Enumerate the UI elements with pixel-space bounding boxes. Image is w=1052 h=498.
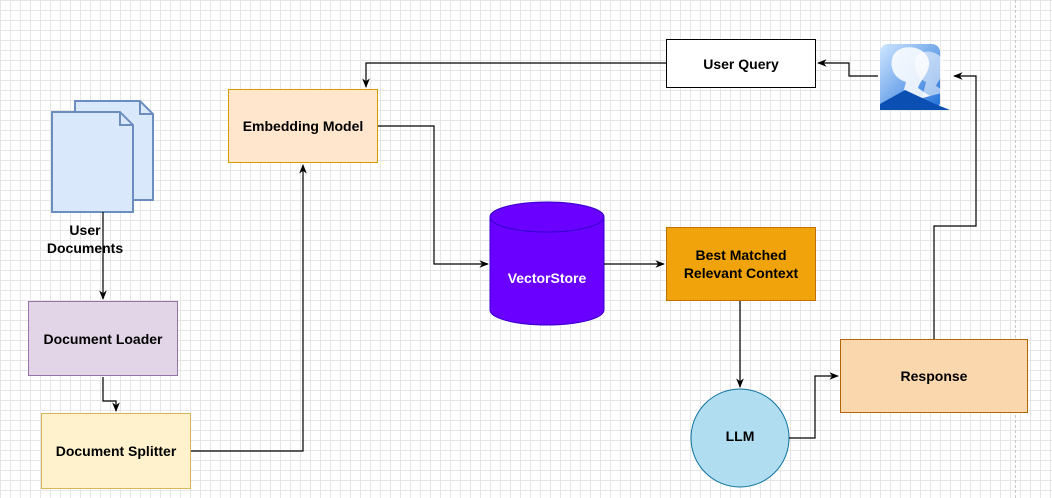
document-splitter-node[interactable]: Document Splitter: [41, 413, 191, 489]
embedding-model-node[interactable]: Embedding Model: [228, 89, 378, 163]
vectorstore-cylinder[interactable]: [489, 201, 605, 326]
document-splitter-label: Document Splitter: [55, 443, 177, 459]
user-query-node[interactable]: User Query: [666, 39, 816, 88]
edge-llm-to-response: [789, 372, 839, 439]
user-documents-label: User Documents: [46, 222, 124, 256]
response-node[interactable]: Response: [840, 339, 1028, 413]
edge-user-to-query: [817, 59, 878, 77]
edge-loader-to-splitter: [102, 377, 120, 412]
document-loader-node[interactable]: Document Loader: [28, 301, 178, 376]
edge-splitter-to-embedding: [191, 164, 307, 452]
embedding-model-label: Embedding Model: [242, 118, 364, 134]
documents-icon[interactable]: [51, 100, 154, 213]
user-query-label: User Query: [703, 55, 779, 72]
edge-embedding-to-vectorstore: [378, 125, 489, 268]
page-boundary: [1015, 0, 1016, 498]
document-loader-label: Document Loader: [43, 330, 163, 347]
response-label: Response: [900, 368, 968, 384]
vectorstore-label: VectorStore: [507, 270, 587, 286]
edge-query-to-embedding: [362, 62, 666, 88]
best-matched-context-label: Best Matched Relevant Context: [683, 247, 799, 281]
user-group-icon[interactable]: [880, 44, 950, 110]
llm-label: LLM: [725, 428, 755, 444]
best-matched-context-node[interactable]: Best Matched Relevant Context: [666, 227, 816, 301]
edge-response-to-user: [933, 72, 977, 339]
